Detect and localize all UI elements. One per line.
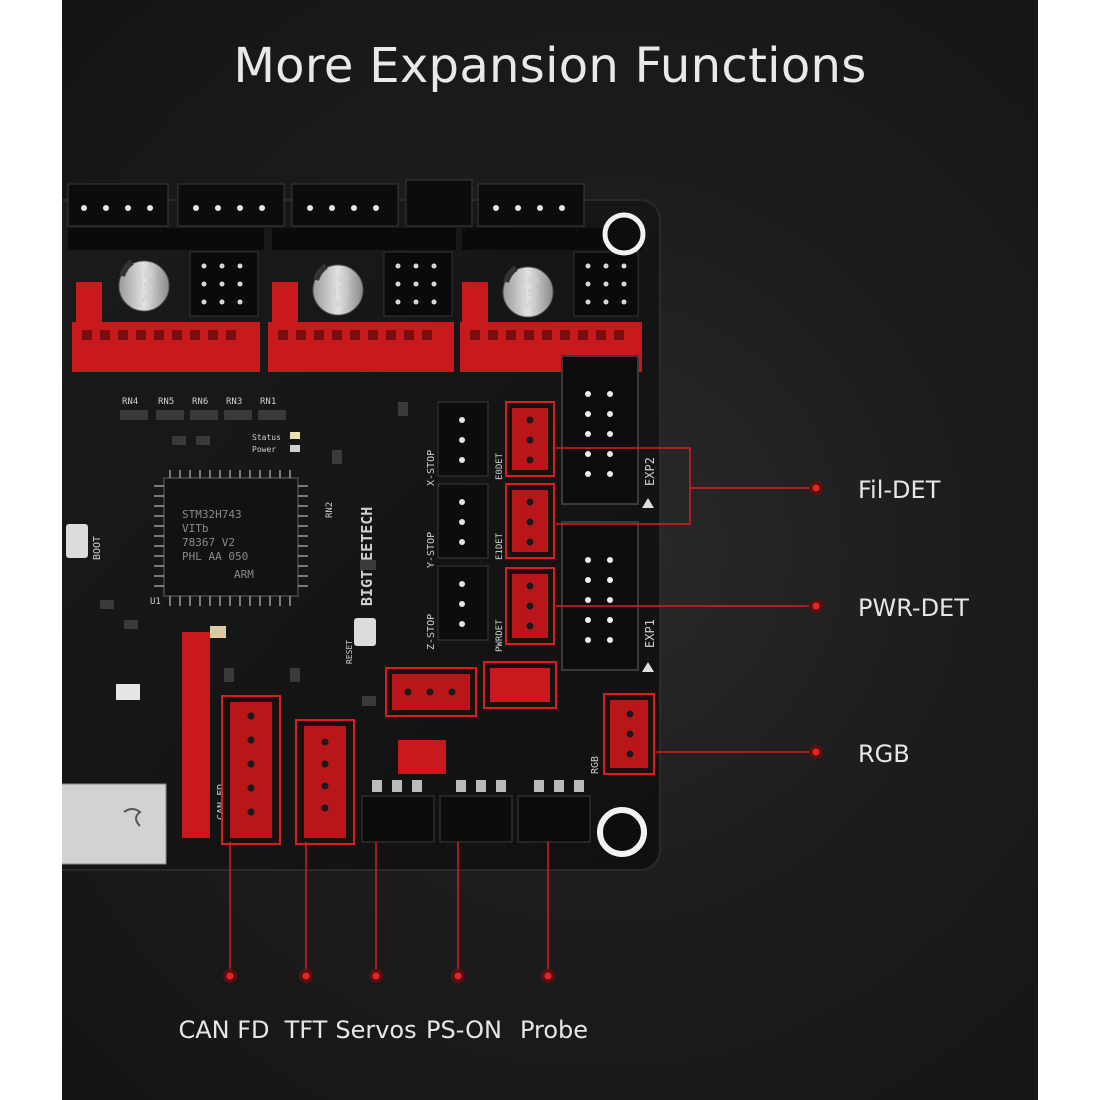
z-stop-label: Z-STOP	[426, 614, 437, 650]
exp2-label: EXP2	[643, 457, 657, 486]
mcu-line-4: PHL AA 050	[182, 550, 248, 563]
motor-headers-top	[67, 179, 585, 227]
endstop-connectors: X-STOP Y-STOP Z-STOP	[426, 401, 489, 650]
cap-value-2: 100	[331, 274, 349, 285]
callout-pwr-det: PWR-DET	[858, 594, 969, 622]
exp1-label: EXP1	[643, 619, 657, 648]
mcu-line-2: VITb	[182, 522, 209, 535]
exp-headers: EXP2 EXP1	[561, 355, 657, 672]
power-connectors	[385, 661, 557, 774]
mcu-chip: STM32H743 VITb 78367 V2 PHL AA 050 ARM U…	[150, 470, 308, 607]
mounting-hole-top	[602, 212, 646, 256]
callout-ps-on: PS-ON	[426, 1016, 502, 1044]
callout-lines	[229, 487, 816, 976]
detection-connectors: E0DET E1DET PWRDET	[495, 401, 555, 652]
bottom-connectors	[361, 780, 591, 843]
mcu-line-1: STM32H743	[182, 508, 242, 521]
smd-components	[100, 402, 408, 706]
e0det-label: E0DET	[495, 452, 505, 480]
fil-det-bracket	[556, 447, 691, 525]
cap-value-3: 100	[521, 276, 539, 287]
cap-value-1: 100	[137, 270, 155, 281]
rgb-silk-label: RGB	[590, 756, 601, 774]
sd-card-slot	[62, 783, 167, 865]
status-led	[290, 432, 300, 439]
callout-servos: Servos	[335, 1016, 416, 1044]
callout-dots	[223, 481, 823, 983]
e1det-label: E1DET	[495, 532, 505, 560]
capacitors: 100 35V VH 100 35V VH 100 35V VH	[118, 259, 554, 318]
cap-voltage-2: 35V	[331, 286, 349, 297]
rn4-label: RN4	[122, 397, 138, 407]
driver-sockets	[68, 228, 642, 372]
cap-code-1: VH	[140, 294, 152, 305]
reset-button	[354, 618, 376, 646]
rn1-label: RN1	[260, 397, 276, 407]
headline: More Expansion Functions	[233, 38, 867, 94]
mounting-hole-bottom	[597, 807, 647, 857]
cap-code-3: VH	[524, 300, 536, 311]
reset-label: RESET	[345, 640, 354, 664]
pwrdet-label: PWRDET	[495, 619, 505, 652]
rn2-label: RN2	[325, 502, 335, 518]
can-fd-header	[182, 632, 210, 838]
rn5-label: RN5	[158, 397, 174, 407]
rn6-label: RN6	[192, 397, 208, 407]
rn3-label: RN3	[226, 397, 242, 407]
status-led-label: Status	[252, 433, 281, 442]
cap-code-2: VH	[334, 298, 346, 309]
callout-probe: Probe	[520, 1016, 588, 1044]
boot-label: BOOT	[92, 536, 103, 560]
y-stop-label: Y-STOP	[426, 532, 437, 568]
callout-fil-det: Fil-DET	[858, 476, 941, 504]
callout-tft: TFT	[284, 1016, 328, 1044]
brand-silkscreen: BIGTREETECH	[358, 507, 376, 606]
power-led-label: Power	[252, 445, 276, 454]
can-tft-connectors	[221, 695, 355, 845]
mcu-line-3: 78367 V2	[182, 536, 235, 549]
boot-button	[66, 524, 88, 558]
power-led	[290, 445, 300, 452]
cap-voltage-3: 35V	[521, 288, 539, 299]
arm-logo-text: ARM	[234, 568, 254, 581]
cap-voltage-1: 35V	[137, 282, 155, 293]
u1-label: U1	[150, 597, 161, 607]
callout-rgb: RGB	[858, 740, 910, 768]
rn-labels: RN4 RN5 RN6 RN3 RN1	[120, 397, 286, 420]
callout-can-fd: CAN FD	[178, 1016, 269, 1044]
x-stop-label: X-STOP	[426, 450, 437, 486]
